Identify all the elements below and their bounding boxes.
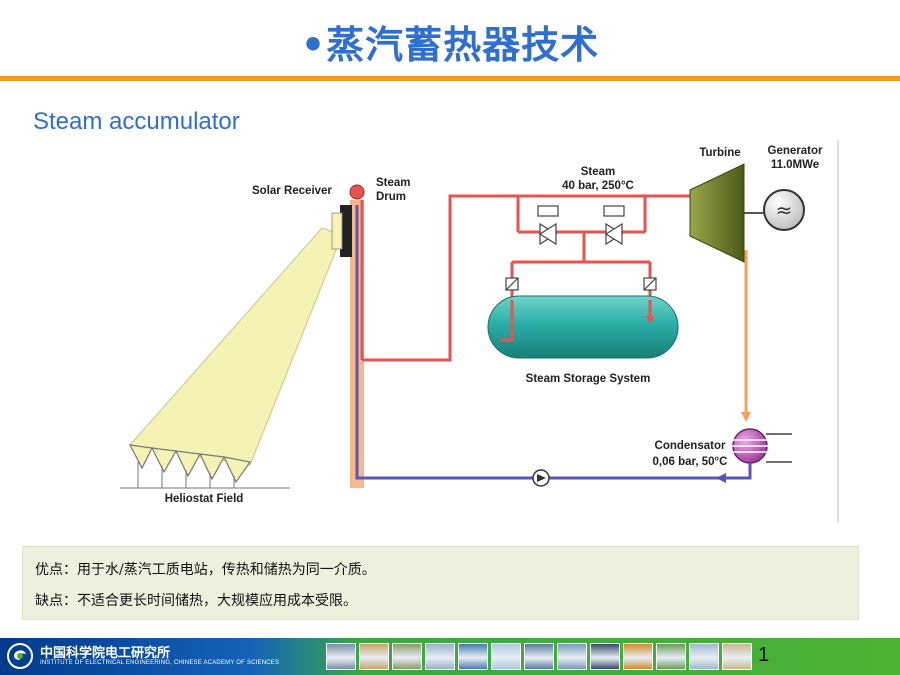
footer-thumbnail (623, 643, 653, 670)
return-water-pipe (355, 205, 752, 480)
footer-thumbnail-strip (326, 643, 752, 670)
label-steam-line2: 40 bar, 250°C (562, 180, 634, 192)
footer-thumbnail (359, 643, 389, 670)
label-solar-receiver: Solar Receiver (252, 185, 332, 197)
slide-subtitle: Steam accumulator (33, 108, 240, 135)
feed-pump (532, 469, 550, 487)
footer-thumbnail (722, 643, 752, 670)
footer-thumbnail (590, 643, 620, 670)
footer-thumbnail (491, 643, 521, 670)
solar-receiver (331, 205, 352, 257)
footer-thumbnail (689, 643, 719, 670)
label-generator-line2: 11.0MWe (771, 159, 819, 171)
label-steam-line1: Steam (581, 166, 616, 178)
heliostat-stands (120, 462, 290, 489)
label-steam-drum-line1: Steam (376, 177, 411, 189)
footer-bar: 中国科学院电工研究所 INSTITUTE OF ELECTRICAL ENGIN… (0, 638, 900, 675)
footer-thumbnail (557, 643, 587, 670)
footer-thumbnail (656, 643, 686, 670)
steam-storage-tank (487, 295, 679, 359)
label-condensator-line1: Condensator (655, 440, 726, 452)
solar-beam (129, 227, 343, 466)
label-steam-drum-line2: Drum (376, 191, 406, 203)
footer-thumbnail (458, 643, 488, 670)
footer-thumbnail (425, 643, 455, 670)
footer-thumbnail (524, 643, 554, 670)
footer-thumbnail (392, 643, 422, 670)
condensator (732, 428, 792, 464)
turbine (689, 163, 745, 263)
heliostat-mirrors (128, 444, 252, 484)
notes-box: 优点：用于水/蒸汽工质电站，传热和储热为同一介质。 缺点：不适合更长时间储热，大… (22, 546, 859, 620)
slide-title: •蒸汽蓄热器技术 (300, 23, 600, 67)
institute-name-cn: 中国科学院电工研究所 (40, 646, 171, 661)
label-steam-storage: Steam Storage System (526, 373, 651, 385)
label-turbine: Turbine (699, 147, 740, 159)
generator-symbol: ≈ (776, 198, 793, 222)
advantages-text: 优点：用于水/蒸汽工质电站，传热和储热为同一介质。 (35, 562, 376, 578)
institute-logo-icon (7, 643, 33, 669)
title-divider (0, 76, 900, 81)
label-heliostat-field: Heliostat Field (165, 493, 244, 505)
generator (763, 189, 805, 231)
steam-drum (349, 184, 365, 200)
control-valves (537, 205, 625, 246)
page-number: 1 (758, 644, 770, 666)
label-condensator-line2: 0,06 bar, 50°C (653, 456, 728, 468)
footer-thumbnail (326, 643, 356, 670)
flow-arrow (716, 473, 726, 483)
exhaust-pipe (741, 250, 751, 422)
storage-inlet-valves (505, 277, 657, 291)
disadvantages-text: 缺点：不适合更长时间储热，大规模应用成本受限。 (35, 593, 357, 609)
institute-name-en: INSTITUTE OF ELECTRICAL ENGINEERING, CHI… (40, 660, 280, 666)
label-generator-line1: Generator (768, 145, 823, 157)
